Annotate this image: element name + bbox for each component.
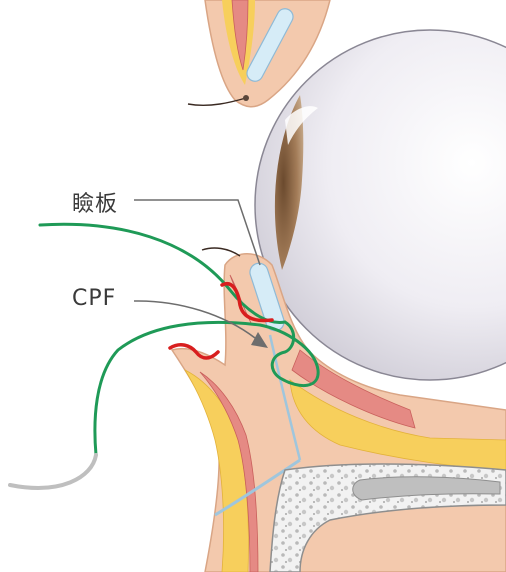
suture-path xyxy=(8,222,320,490)
orbital-septum xyxy=(268,334,302,461)
upper-eyelash xyxy=(187,97,247,107)
needle xyxy=(8,453,98,490)
retractor-muscle xyxy=(291,349,416,429)
green-suture xyxy=(38,222,320,457)
lower-eyelash xyxy=(201,247,241,257)
cpf-label: CPF xyxy=(72,286,117,311)
tarsus-leader-line xyxy=(134,199,261,266)
eyeball-sclera xyxy=(254,29,506,381)
iris xyxy=(274,95,304,270)
cpf-arrowhead xyxy=(251,332,268,348)
orbicularis-muscle xyxy=(199,371,259,572)
eyeball xyxy=(254,29,506,381)
red-suture-lower xyxy=(168,343,220,360)
upper-eyelid xyxy=(187,0,331,108)
annotations xyxy=(133,199,268,348)
cpf-leader-line xyxy=(133,300,256,339)
tarsus-label: 瞼板 xyxy=(72,192,119,217)
upper-eyelid-muscle xyxy=(231,0,249,71)
orbital-septum-lower xyxy=(214,458,301,517)
upper-lash-root xyxy=(243,95,249,101)
upper-tarsus xyxy=(246,8,294,82)
cornea-highlight xyxy=(285,106,318,145)
orbital-floor-cortex xyxy=(352,476,501,501)
red-suture-upper xyxy=(220,282,274,323)
lower-eyelid xyxy=(170,247,506,572)
